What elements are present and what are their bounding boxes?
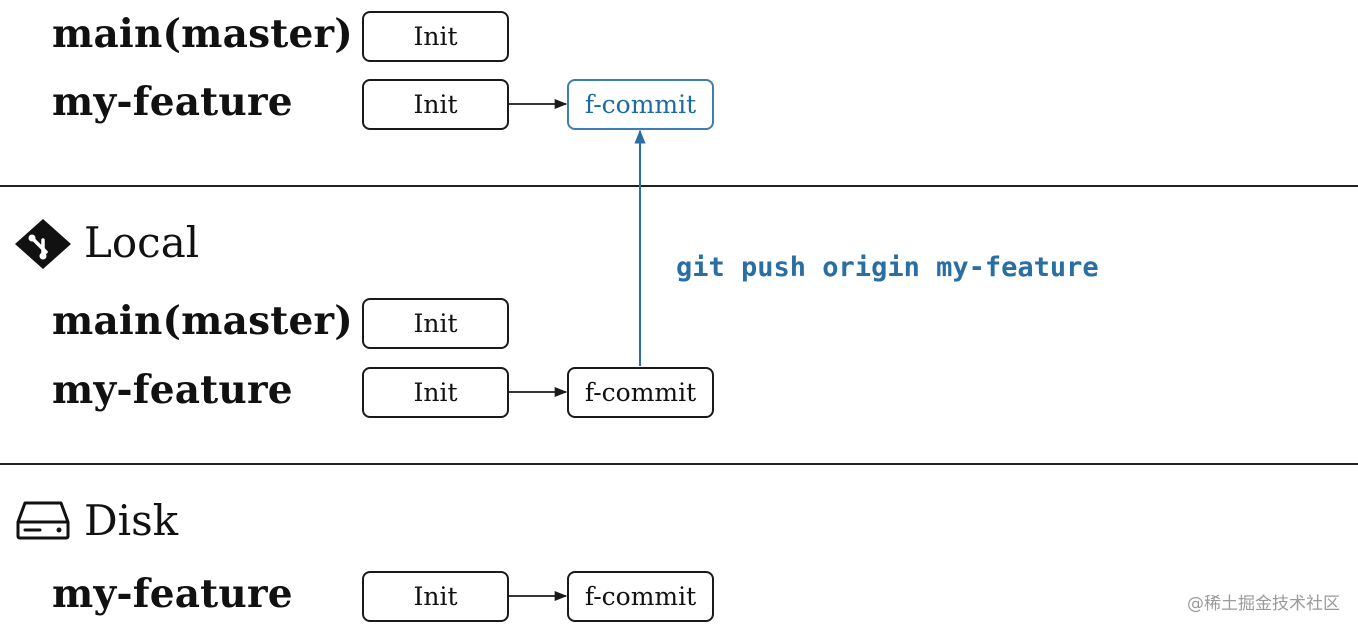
git-diamond-icon (15, 219, 71, 269)
remote-main-init-commit: Init (362, 11, 509, 62)
watermark: @稀土掘金技术社区 (1187, 594, 1340, 614)
git-push-command: git push origin my-feature (676, 252, 1099, 283)
remote-feature-fcommit: f-commit (567, 79, 714, 130)
hard-drive-icon (16, 501, 70, 540)
local-branch-main-label: main(master) (52, 298, 353, 344)
remote-branch-feature-label: my-feature (52, 79, 293, 125)
remote-branch-main-label: main(master) (52, 11, 353, 57)
disk-section-title: Disk (84, 496, 179, 545)
local-main-init-commit: Init (362, 298, 509, 349)
local-feature-init-commit: Init (362, 367, 509, 418)
section-divider (0, 463, 1358, 465)
disk-branch-feature-label: my-feature (52, 571, 293, 617)
disk-feature-init-commit: Init (362, 571, 509, 622)
section-divider (0, 185, 1358, 187)
remote-feature-init-commit: Init (362, 79, 509, 130)
local-section-title: Local (84, 218, 200, 267)
local-branch-feature-label: my-feature (52, 367, 293, 413)
disk-feature-fcommit: f-commit (567, 571, 714, 622)
local-feature-fcommit: f-commit (567, 367, 714, 418)
